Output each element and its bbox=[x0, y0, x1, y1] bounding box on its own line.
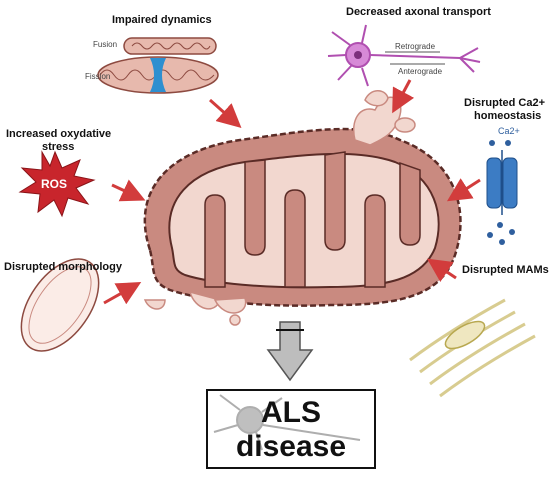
als-disease-box bbox=[206, 389, 376, 469]
transport-arrows bbox=[385, 51, 445, 65]
morphology-mitochondrion-icon bbox=[20, 258, 100, 352]
label-ca-homeostasis-line2: homeostasis bbox=[474, 110, 542, 122]
label-oxidative-line1: Increased oxydative bbox=[6, 128, 112, 140]
label-axonal-transport: Decreased axonal transport bbox=[346, 6, 491, 18]
label-oxidative-line2: stress bbox=[42, 141, 75, 153]
er-mams-icon bbox=[409, 298, 536, 398]
label-ca-homeostasis-line1: Disrupted Ca2+ bbox=[464, 97, 545, 109]
fusion-mitochondrion-icon bbox=[123, 37, 217, 55]
label-mams: Disrupted MAMs bbox=[462, 264, 549, 276]
central-mitochondrion bbox=[143, 127, 462, 307]
label-impaired-dynamics: Impaired dynamics bbox=[112, 14, 212, 26]
calcium-channel-icon bbox=[486, 140, 518, 245]
label-als: ALS bbox=[261, 396, 321, 429]
als-neuron-icon bbox=[213, 394, 361, 451]
label-morphology: Disrupted morphology bbox=[4, 261, 122, 273]
label-ca-ion: Ca2+ bbox=[498, 126, 520, 136]
label-retrograde: Retrograde bbox=[395, 42, 436, 51]
down-arrow bbox=[266, 321, 314, 382]
label-anterograde: Anterograde bbox=[398, 67, 443, 76]
neuron-icon bbox=[327, 24, 481, 87]
label-disease: disease bbox=[235, 430, 347, 463]
label-ros: ROS bbox=[41, 177, 68, 191]
ros-burst-icon bbox=[18, 150, 96, 218]
label-fission: Fission bbox=[85, 72, 111, 81]
pointer-arrows bbox=[103, 79, 481, 305]
label-fusion: Fusion bbox=[93, 40, 118, 49]
fission-mitochondrion-icon bbox=[97, 56, 219, 94]
